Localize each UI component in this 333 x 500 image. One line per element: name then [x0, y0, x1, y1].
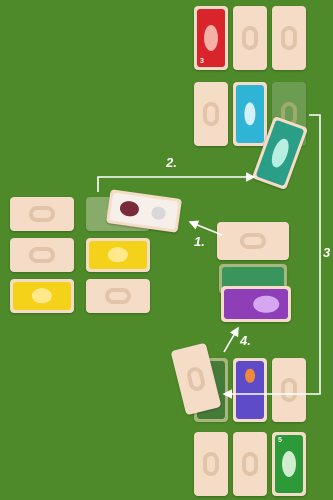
card-face — [13, 282, 71, 310]
creature-icon — [245, 368, 255, 383]
card-red-3[interactable]: 3 — [194, 6, 228, 70]
creature-icon — [244, 102, 255, 125]
creature-icon — [150, 206, 166, 220]
card-purple-blue[interactable] — [233, 358, 267, 422]
card-face — [236, 85, 264, 143]
card-back[interactable] — [10, 197, 74, 231]
card-face — [224, 289, 288, 319]
step-label-4: 4. — [240, 333, 251, 348]
creature-icon — [282, 451, 296, 477]
card-face — [109, 193, 178, 230]
card-purple[interactable] — [221, 286, 291, 322]
step-label-3: 3 — [323, 245, 330, 260]
card-back[interactable] — [233, 432, 267, 496]
card-cyan[interactable] — [233, 82, 267, 146]
creature-icon — [32, 288, 52, 303]
arrow-step-4 — [224, 328, 238, 352]
card-face: 3 — [197, 9, 225, 67]
card-number: 5 — [278, 437, 282, 444]
card-face: 5 — [275, 435, 303, 493]
card-yellow[interactable] — [86, 238, 150, 272]
card-back[interactable] — [272, 6, 306, 70]
card-back[interactable] — [272, 358, 306, 422]
card-back[interactable] — [194, 82, 228, 146]
step-label-2: 2. — [166, 155, 177, 170]
card-back[interactable] — [10, 238, 74, 272]
draw-pile-card[interactable] — [217, 222, 289, 260]
creature-icon — [108, 247, 128, 262]
card-back[interactable] — [86, 279, 150, 313]
creature-icon — [204, 25, 218, 51]
card-face — [89, 241, 147, 269]
creature-icon — [119, 200, 139, 218]
step-label-1: 1. — [194, 234, 205, 249]
creature-icon — [253, 296, 279, 313]
card-back[interactable] — [233, 6, 267, 70]
card-yellow[interactable] — [10, 279, 74, 313]
card-number: 3 — [200, 58, 204, 65]
card-green-5[interactable]: 5 — [272, 432, 306, 496]
card-face — [236, 361, 264, 419]
card-back-moving[interactable] — [171, 343, 222, 416]
creature-icon — [269, 137, 292, 170]
card-back[interactable] — [194, 432, 228, 496]
